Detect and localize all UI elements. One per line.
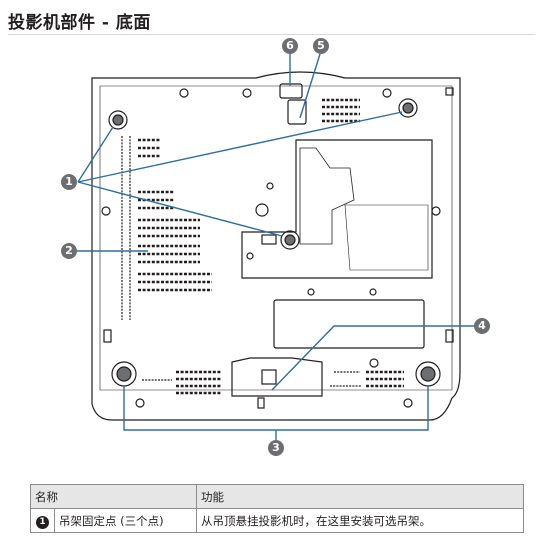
header-name: 名称 [30,484,197,509]
projector-bottom-diagram [76,53,478,446]
table-header-row: 名称 功能 [30,484,524,509]
adjustable-feet [111,361,441,387]
vent-grille-top-right [322,98,360,120]
row-number-badge: 1 [36,515,49,529]
lamp-cover-panel [241,139,433,279]
callout-6: 6 [282,38,298,54]
mount-point-center [280,230,300,250]
row-name: 吊架固定点 (三个点) [54,508,197,533]
callout-4: 4 [474,318,490,334]
mount-point-top-left [108,110,128,130]
filter-cover [273,299,425,349]
page-title: 投影机部件 - 底面 [8,13,151,33]
parts-table: 名称 功能 1 吊架固定点 (三个点) 从吊顶悬挂投影机时，在这里安装可选吊架。 [30,484,524,533]
header-function: 功能 [196,484,524,509]
leader-lines [76,53,478,446]
security-slot-area [231,357,323,397]
callout-5: 5 [313,38,329,54]
projector-body-outline [91,71,461,421]
row-function: 从吊顶悬挂投影机时，在这里安装可选吊架。 [196,508,524,533]
title-rule [8,34,535,35]
foot-right [415,361,441,387]
lamp-cover-inner [299,147,355,245]
callout-2: 2 [61,243,77,259]
anti-theft-latch [287,99,307,125]
mount-point-top-right [398,98,418,118]
vent-grilles [322,98,360,120]
callout-3: 3 [268,440,284,456]
foot-left [111,361,137,387]
ceiling-mount-points [108,98,418,250]
table-row: 1 吊架固定点 (三个点) 从吊顶悬挂投影机时，在这里安装可选吊架。 [30,508,524,533]
connector-block [279,83,303,99]
projector-body-inner [99,85,453,391]
callout-1: 1 [61,174,77,190]
